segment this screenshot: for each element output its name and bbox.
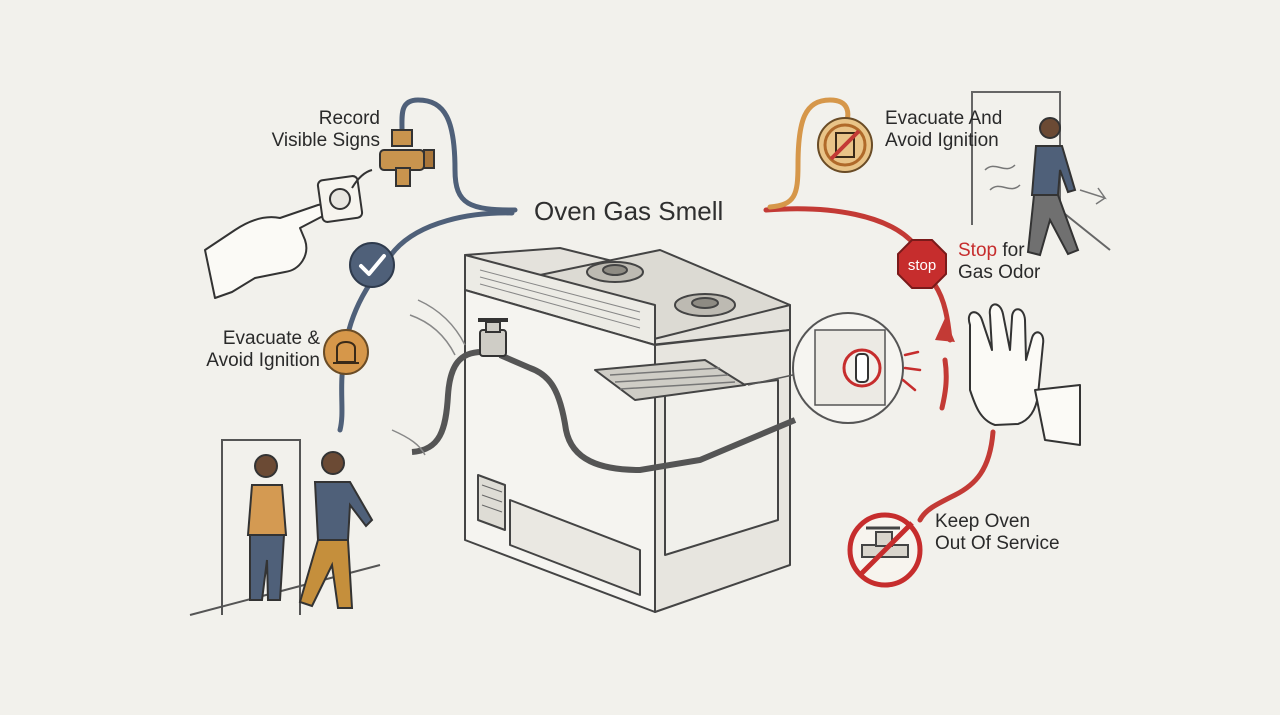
label-line: Visible Signs: [271, 130, 380, 151]
label-line: Gas Odor: [958, 262, 1041, 283]
hand-stop-icon: [967, 303, 1081, 446]
stop-sign-text: stop: [908, 257, 936, 274]
person-woman: [246, 454, 288, 601]
bell-icon: [323, 329, 369, 375]
danger-rays: [901, 350, 922, 392]
stop-sign-icon: [897, 239, 947, 289]
label-line: Out Of Service: [935, 533, 1060, 554]
red-arrow-head: [935, 318, 955, 342]
label-stop-gas-odor: Stop for Gas Odor: [958, 240, 1040, 284]
person-man: [298, 451, 374, 609]
motion-lines: [984, 164, 1107, 205]
knob-zoom-callout: [747, 312, 904, 424]
gas-pipe: [498, 352, 797, 474]
oven: [464, 247, 791, 613]
wall-outlet: [316, 175, 364, 223]
label-keep-oven: Keep Oven Out Of Service: [935, 511, 1060, 555]
label-line: Avoid Ignition: [206, 350, 320, 371]
stop-rest: for: [997, 240, 1025, 261]
label-line: Record: [318, 108, 380, 129]
pointing-hand: [204, 203, 329, 299]
label-line: Evacuate And: [885, 108, 1003, 129]
label-record-visible-signs: Record Visible Signs: [240, 108, 380, 152]
label-evacuate-right: Evacuate And Avoid Ignition: [885, 108, 1002, 152]
check-icon: [349, 242, 395, 288]
label-line: Evacuate &: [222, 328, 320, 349]
no-fire-icon: [817, 117, 873, 173]
stop-word: Stop: [958, 240, 998, 261]
gas-hose: [411, 349, 483, 455]
arrow-to-valve: [351, 169, 373, 189]
label-evacuate-left: Evacuate & Avoid Ignition: [180, 328, 320, 372]
label-line: Keep Oven: [935, 511, 1031, 532]
label-line: Stop for: [958, 240, 1040, 262]
no-valve-icon: [847, 512, 923, 588]
person-walking: [1026, 117, 1080, 257]
orange-connector-path: [767, 97, 851, 210]
oven-gas-valve: [478, 318, 508, 357]
air-swirls: [391, 299, 466, 456]
label-line: Avoid Ignition: [885, 130, 999, 151]
brass-valve: [379, 129, 435, 187]
diagram-title: Oven Gas Smell: [534, 196, 724, 226]
